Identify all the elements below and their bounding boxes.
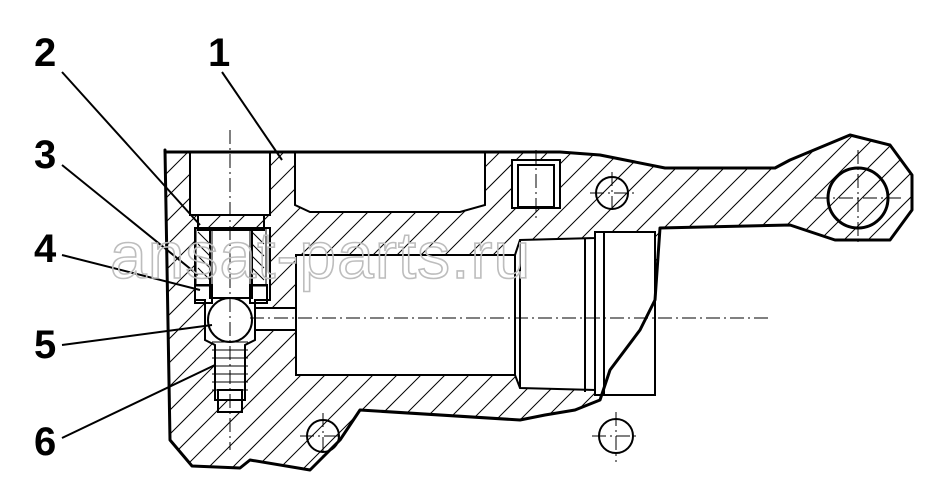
callout-1: 1	[208, 31, 230, 75]
hatch-line	[631, 135, 912, 470]
hatch-line	[775, 135, 912, 470]
mount-hole-upper	[590, 172, 634, 214]
hatch-line	[703, 135, 912, 470]
callout-4: 4	[34, 227, 57, 271]
lug-eye	[815, 150, 905, 245]
callout-2: 2	[34, 31, 56, 75]
hatch-line	[920, 100, 930, 500]
hatch-line	[679, 135, 912, 470]
hatch-line	[751, 135, 912, 470]
callout-3: 3	[34, 133, 56, 177]
callout-6: 6	[34, 420, 56, 464]
hatch-line	[847, 135, 912, 470]
hatch-line	[165, 135, 169, 470]
leader-lines	[61, 71, 283, 439]
hatch-line	[823, 135, 912, 470]
hatch-line	[165, 135, 241, 470]
top-cavity	[294, 151, 486, 213]
callout-5: 5	[34, 323, 56, 367]
hatch-line	[799, 135, 912, 470]
mount-hole-bottom-left	[300, 413, 346, 459]
mount-hole-bottom-right	[592, 412, 640, 462]
body-outline	[163, 133, 914, 472]
hatch-line	[165, 135, 361, 470]
hatch-line	[165, 135, 193, 470]
hatch-line	[0, 100, 144, 500]
watermark: ansat-parts.ru	[110, 218, 531, 292]
hatch-line	[0, 100, 24, 500]
hatch-line	[0, 100, 120, 500]
cross-passage	[254, 307, 297, 331]
